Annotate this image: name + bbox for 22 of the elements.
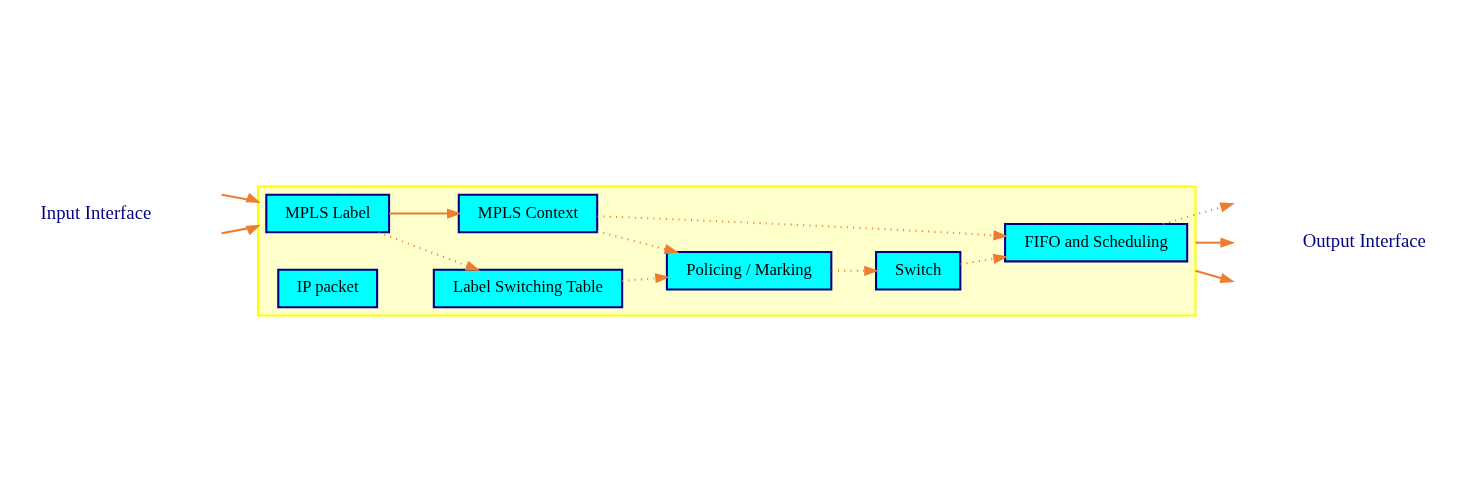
arrow [1195, 237, 1235, 248]
node-box: Policing / Marking [665, 251, 832, 291]
label: Input Interface [40, 202, 151, 224]
arrow [1162, 202, 1235, 225]
arrow [1194, 269, 1235, 283]
node-box: MPLS Context [457, 193, 598, 234]
node-box: MPLS Label [264, 193, 390, 234]
node-box: Label Switching Table [432, 268, 623, 309]
arrow [377, 231, 480, 271]
arrow [388, 208, 462, 219]
arrow [831, 265, 879, 276]
arrow [220, 192, 261, 203]
label: Output Interface [1302, 230, 1426, 252]
node-box: IP packet [276, 268, 378, 309]
node-box: Switch [874, 251, 961, 291]
arrow [596, 230, 679, 254]
arrow [621, 273, 670, 284]
arrow [959, 253, 1008, 266]
arrow [220, 224, 261, 236]
arrow [596, 215, 1008, 241]
cluster [256, 185, 1197, 317]
node-box: FIFO and Scheduling [1003, 222, 1188, 263]
